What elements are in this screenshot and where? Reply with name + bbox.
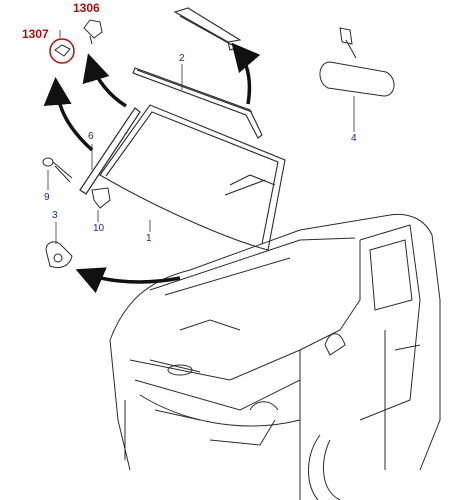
callout-3: 3 — [52, 210, 58, 221]
van-body — [109, 213, 441, 500]
callout-1: 1 — [146, 233, 152, 244]
windscreen — [99, 104, 286, 251]
callout-1307: 1307 — [22, 27, 49, 41]
bolt-part-9 — [42, 157, 73, 183]
callout-2: 2 — [179, 53, 185, 64]
weather-strip — [173, 7, 242, 51]
clip-1306 — [83, 19, 103, 45]
direction-arrows — [43, 42, 261, 294]
callout-6: 6 — [88, 131, 94, 142]
cover-part-3 — [45, 241, 73, 269]
leader-lines — [47, 30, 355, 244]
callout-9: 9 — [44, 192, 50, 203]
clip-part-10 — [91, 187, 111, 209]
callout-10: 10 — [93, 223, 105, 234]
upper-seal — [132, 67, 263, 139]
callout-4: 4 — [351, 133, 357, 144]
mirror-part-4 — [319, 27, 395, 97]
clip-1307 — [49, 38, 75, 64]
side-trim — [79, 107, 141, 195]
callout-1306: 1306 — [73, 1, 100, 15]
